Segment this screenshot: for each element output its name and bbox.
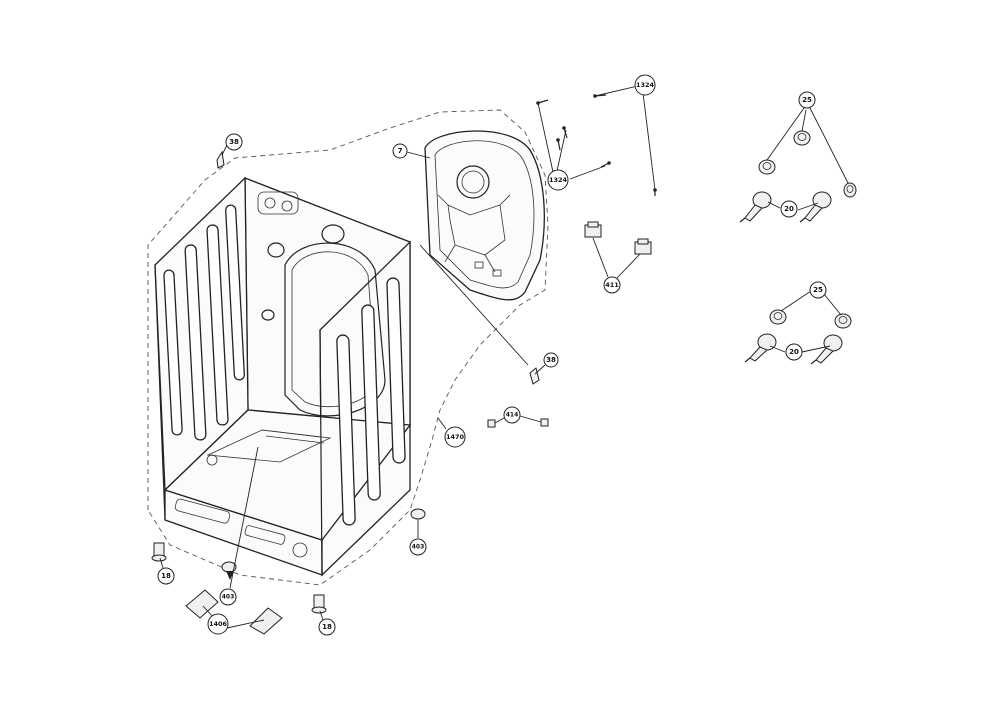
callout-label: 414 xyxy=(506,412,519,419)
callout-38-upper: 38 xyxy=(225,133,243,151)
callout-label: 1406 xyxy=(209,620,228,628)
callout-label: 38 xyxy=(229,138,239,146)
callout-38-lower: 38 xyxy=(543,352,559,368)
callout-25-lower: 25 xyxy=(809,281,827,299)
shock-absorbers-20-upper xyxy=(739,191,832,223)
callout-label: 38 xyxy=(546,356,556,364)
part-403-right xyxy=(410,508,426,520)
callout-label: 411 xyxy=(605,281,619,289)
callout-label: 18 xyxy=(322,623,332,631)
foot-18-left xyxy=(151,542,167,562)
callout-1406: 1406 xyxy=(207,613,229,635)
callout-label: 7 xyxy=(398,147,403,155)
rear-cover-panel xyxy=(424,130,545,301)
callout-label: 20 xyxy=(789,348,799,356)
callout-18-left: 18 xyxy=(157,567,175,585)
callout-7: 7 xyxy=(392,143,408,159)
callout-403-floor: 403 xyxy=(219,588,237,606)
callout-label: 20 xyxy=(784,205,794,213)
callout-20-upper: 20 xyxy=(780,200,798,218)
callout-label: 403 xyxy=(412,544,425,551)
parts-414 xyxy=(487,418,549,428)
callout-414: 414 xyxy=(503,406,521,424)
callout-label: 25 xyxy=(802,96,812,104)
bracket-38-lower xyxy=(529,367,540,385)
callout-label: 1470 xyxy=(446,433,465,441)
assembly-boundary-1470 xyxy=(147,109,549,586)
callout-label: 1324 xyxy=(549,176,568,184)
callout-1324-lower: 1324 xyxy=(547,169,569,191)
caps-25-lower xyxy=(769,309,852,329)
bracket-38-upper xyxy=(216,150,225,169)
clips-411 xyxy=(584,221,652,255)
callout-1470: 1470 xyxy=(444,426,466,448)
cabinet-frame xyxy=(154,176,412,577)
pads-1406 xyxy=(185,589,283,635)
callout-label: 25 xyxy=(813,286,823,294)
callout-label: 1324 xyxy=(636,81,655,89)
callout-1324-upper: 1324 xyxy=(634,74,656,96)
callout-403-right: 403 xyxy=(409,538,427,556)
callout-20-lower: 20 xyxy=(785,343,803,361)
callout-label: 18 xyxy=(161,572,171,580)
leader-lines xyxy=(159,85,849,629)
shock-absorbers-20-lower xyxy=(744,333,843,365)
foot-18-right xyxy=(311,594,327,614)
callout-18-right: 18 xyxy=(318,618,336,636)
caps-25-upper xyxy=(758,130,857,198)
callout-411: 411 xyxy=(603,276,621,294)
callout-label: 403 xyxy=(222,594,235,601)
callout-25-upper: 25 xyxy=(798,91,816,109)
